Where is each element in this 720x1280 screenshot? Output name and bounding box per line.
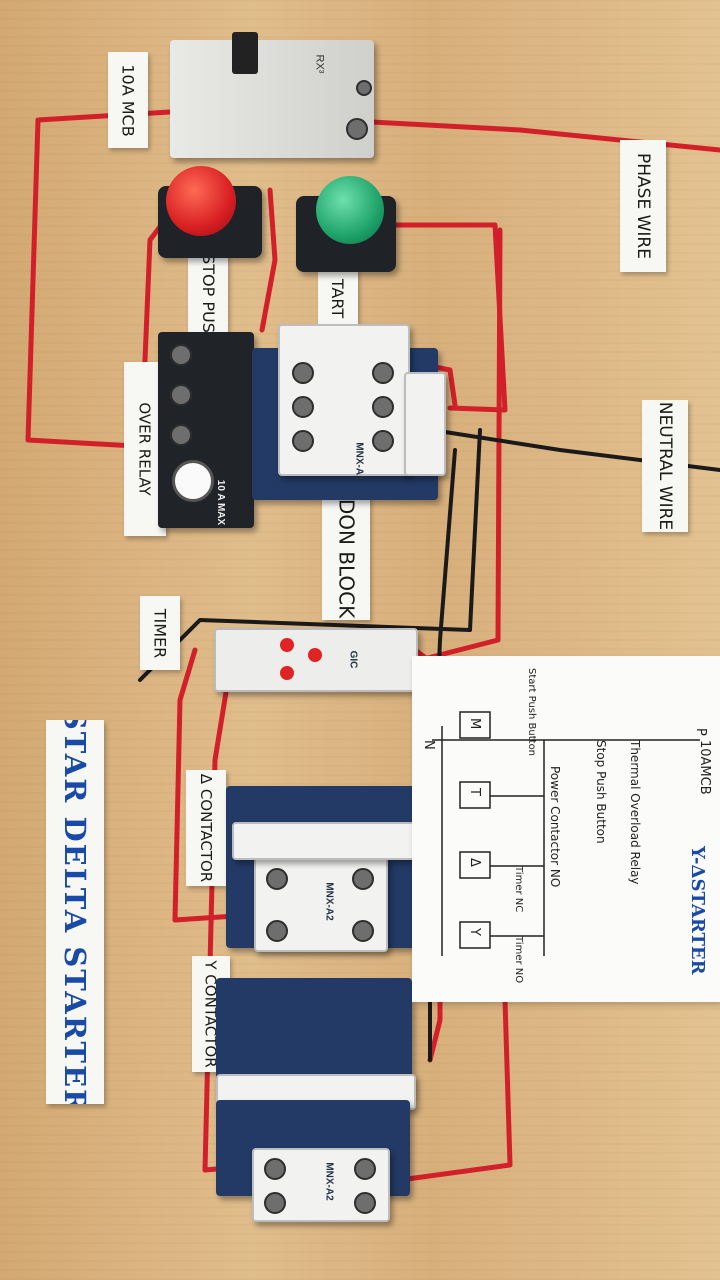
delta-terminal bbox=[266, 868, 288, 890]
addon-model: MNX-A1 bbox=[353, 442, 365, 481]
thermal-overload-relay[interactable]: 10 A MAX bbox=[158, 332, 254, 528]
delta-addon-model: MNX-A2 bbox=[323, 882, 335, 921]
start-button-label: TART bbox=[318, 268, 358, 328]
mcb-screw bbox=[356, 80, 372, 96]
delta-power-terminals bbox=[232, 822, 432, 860]
olr-rating: 10 A MAX bbox=[215, 479, 227, 526]
title-label: STAR DELTA STARTER bbox=[46, 720, 104, 1104]
addon-block: MNX-A1 bbox=[278, 324, 410, 481]
diagram-letter-delta: Δ bbox=[467, 858, 482, 867]
delta-terminal bbox=[352, 920, 374, 942]
timer-dial[interactable] bbox=[280, 638, 294, 652]
phase-wire-label: PHASE WIRE bbox=[620, 140, 666, 272]
delta-contactor-label: Δ CONTACTOR bbox=[186, 770, 226, 886]
addon-terminal bbox=[372, 396, 394, 418]
start-feed-wire bbox=[259, 187, 278, 333]
mcb-to-olr-wire bbox=[25, 109, 173, 451]
diagram-title: Y-ΔSTARTER bbox=[687, 846, 708, 975]
diagram-line-4: Power Contactor NO bbox=[548, 766, 562, 888]
timer-label: TIMER bbox=[140, 596, 180, 670]
diagram-letter-m: M bbox=[467, 718, 482, 730]
addon-terminal bbox=[372, 430, 394, 452]
mcb-brand: RX³ bbox=[313, 54, 326, 74]
star-terminal bbox=[354, 1158, 376, 1180]
diagram-line-2: Thermal Overload Relay bbox=[628, 740, 642, 885]
star-terminal bbox=[264, 1158, 286, 1180]
addon-terminal bbox=[292, 430, 314, 452]
olr-setting-knob[interactable] bbox=[172, 460, 214, 502]
diagram-line-7: Timer NO bbox=[513, 936, 524, 984]
mcb-label: 10A MCB bbox=[108, 52, 148, 148]
delta-terminal bbox=[352, 868, 374, 890]
timer-dial[interactable] bbox=[308, 648, 322, 662]
start-button-cap[interactable] bbox=[316, 176, 384, 244]
diagram-lines bbox=[432, 711, 700, 956]
stop-button-cap[interactable] bbox=[166, 166, 236, 236]
mcb-screw bbox=[346, 118, 368, 140]
olr-terminal bbox=[170, 384, 192, 406]
diagram-letter-t: T bbox=[467, 788, 482, 796]
addon-terminal bbox=[292, 362, 314, 384]
stop-button-label: STOP PUS bbox=[188, 252, 228, 334]
diagram-line-3: Stop Push Button bbox=[594, 740, 608, 844]
star-addon-model: MNX-A2 bbox=[323, 1162, 335, 1201]
diagram-letter-p: P bbox=[693, 728, 708, 736]
olr-terminal bbox=[170, 424, 192, 446]
right-riser-wire bbox=[417, 227, 503, 663]
olr-terminal bbox=[170, 344, 192, 366]
timer-dial[interactable] bbox=[280, 666, 294, 680]
mcb-toggle[interactable] bbox=[232, 32, 258, 74]
timer-brand: GIC bbox=[347, 650, 359, 669]
addon-terminal bbox=[292, 396, 314, 418]
diagram-letter-n: N bbox=[421, 740, 436, 750]
circuit-diagram-sheet: 10AMCB Thermal Overload Relay Stop Push … bbox=[412, 656, 720, 1002]
diagram-line-5: Start Push Button bbox=[526, 668, 537, 757]
stop-push-button[interactable] bbox=[158, 166, 262, 258]
delta-addon-block: MNX-A2 bbox=[254, 856, 388, 952]
diagram-letter-y: Y bbox=[467, 928, 482, 936]
contactor-1-side bbox=[404, 372, 446, 476]
star-addon-block: MNX-A2 bbox=[252, 1148, 390, 1222]
addon-terminal bbox=[372, 362, 394, 384]
diagram-line-1: 10AMCB bbox=[697, 740, 712, 795]
star-terminal bbox=[264, 1192, 286, 1214]
phase-wire bbox=[369, 119, 720, 153]
start-push-button[interactable] bbox=[296, 176, 396, 272]
diagram-line-6: Timer NC bbox=[513, 866, 524, 913]
neutral-wire-label: NEUTRAL WIRE bbox=[642, 400, 688, 532]
mcb-breaker[interactable]: RX³ bbox=[170, 32, 374, 158]
star-terminal bbox=[354, 1192, 376, 1214]
star-delta-timer[interactable]: GIC bbox=[214, 628, 418, 692]
delta-terminal bbox=[266, 920, 288, 942]
